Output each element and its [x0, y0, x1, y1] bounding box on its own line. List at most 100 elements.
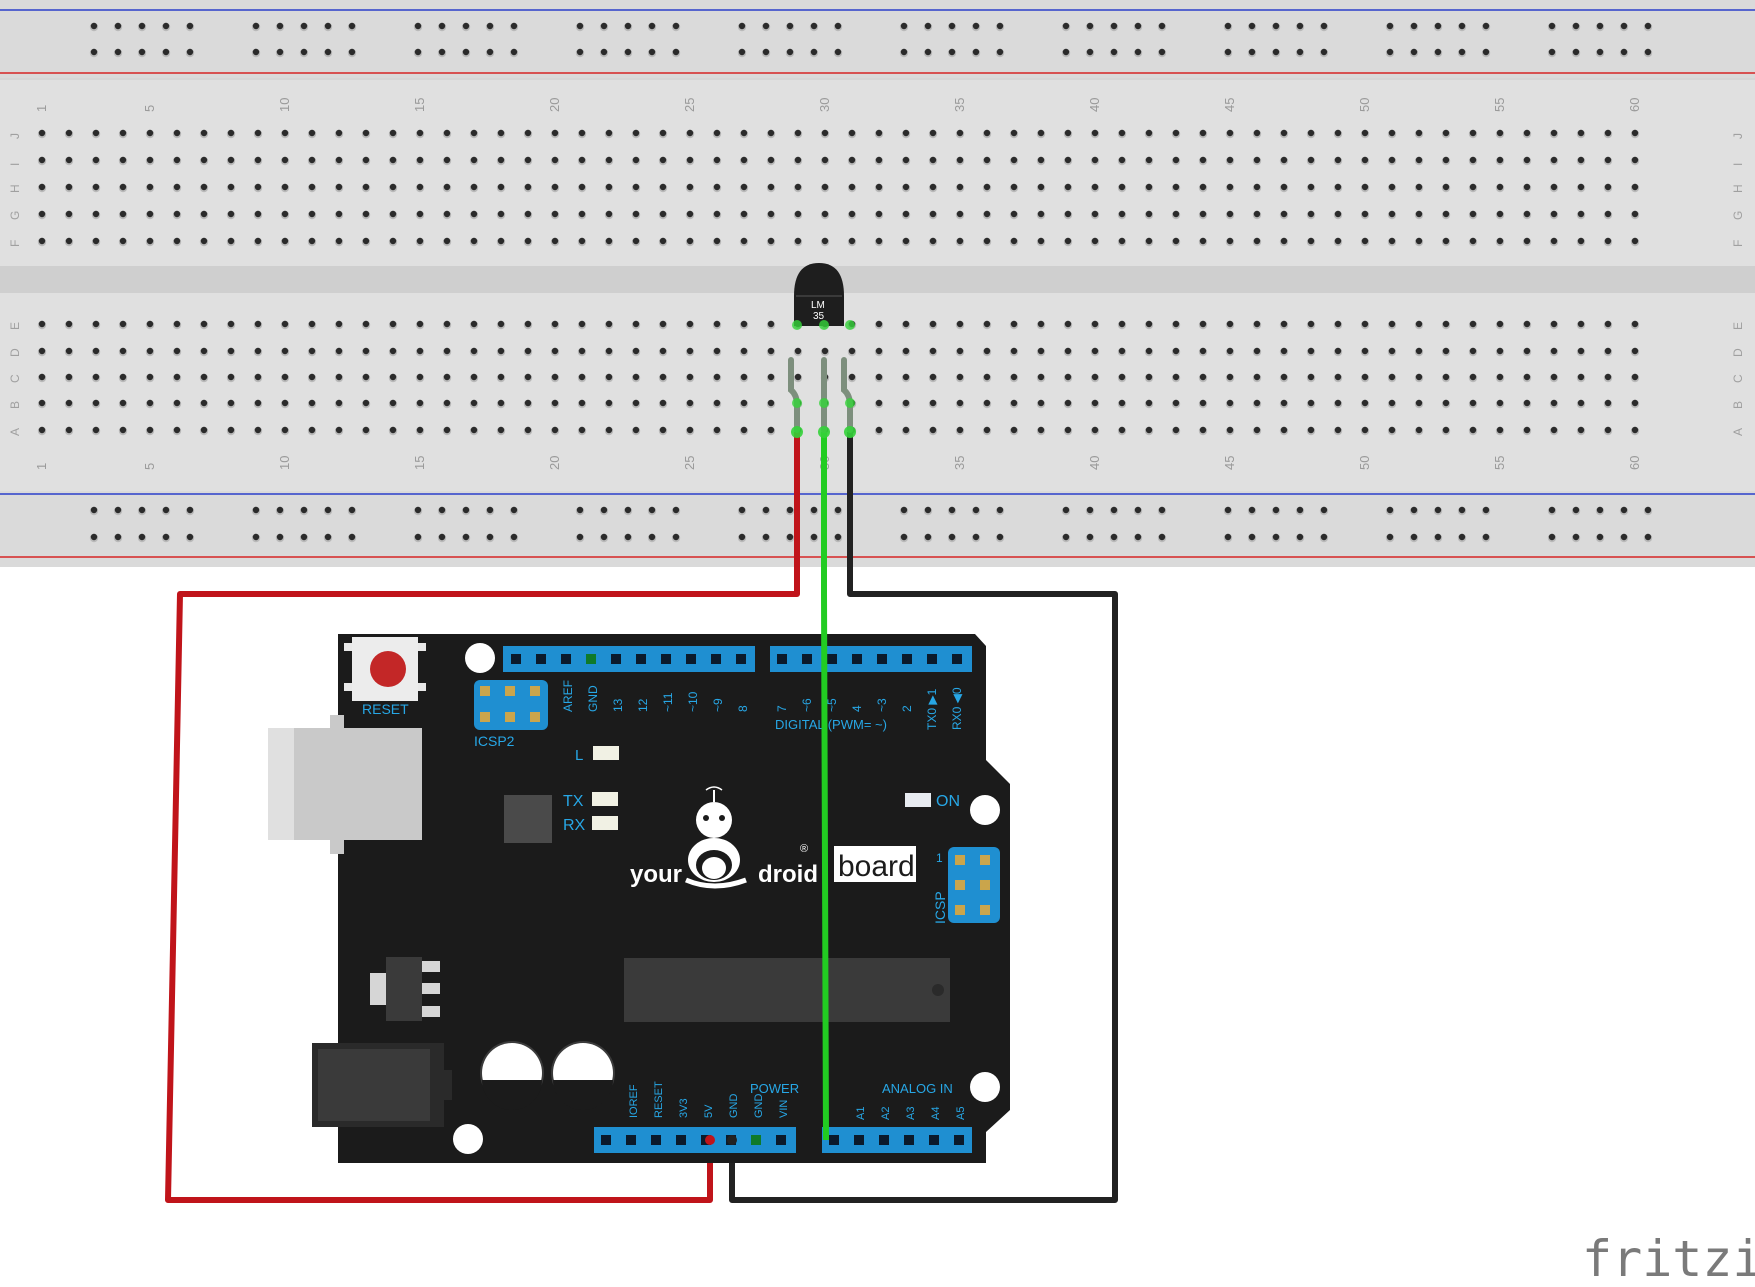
breadboard-hole [1631, 373, 1639, 381]
breadboard-hole [983, 210, 991, 218]
breadboard-hole [983, 347, 991, 355]
rail-hole [162, 506, 170, 514]
breadboard-hole [1604, 399, 1612, 407]
rail-hole [1548, 533, 1556, 541]
breadboard-hole [1010, 183, 1018, 191]
breadboard-hole [929, 237, 937, 245]
breadboard-hole [1523, 156, 1531, 164]
breadboard-hole [1550, 237, 1558, 245]
rail-hole [324, 48, 332, 56]
breadboard-hole [1334, 210, 1342, 218]
rail-hole [972, 506, 980, 514]
breadboard-hole [200, 373, 208, 381]
column-number: 60 [1627, 456, 1642, 470]
rail-hole [90, 48, 98, 56]
breadboard-hole [524, 373, 532, 381]
breadboard-hole [1307, 399, 1315, 407]
breadboard-hole [605, 183, 613, 191]
breadboard-hole [1172, 183, 1180, 191]
breadboard-hole [38, 320, 46, 328]
rail-hole [786, 22, 794, 30]
breadboard-hole [470, 320, 478, 328]
rail-hole [948, 22, 956, 30]
breadboard-hole [686, 399, 694, 407]
breadboard-hole [1118, 426, 1126, 434]
breadboard-hole [659, 320, 667, 328]
breadboard-hole [1496, 320, 1504, 328]
breadboard-hole [848, 237, 856, 245]
row-letter: A [1731, 428, 1745, 436]
breadboard-hole [173, 210, 181, 218]
column-number: 20 [547, 98, 562, 112]
rail-hole [762, 533, 770, 541]
row-letter: J [1731, 133, 1745, 139]
breadboard-hole [605, 237, 613, 245]
rail-hole [1410, 48, 1418, 56]
green-wire [821, 432, 829, 1141]
breadboard-hole [1280, 129, 1288, 137]
breadboard-hole [281, 426, 289, 434]
digital-pin-label: RX0 ◀0 [950, 687, 964, 730]
rail-hole [348, 533, 356, 541]
breadboard-hole [1361, 320, 1369, 328]
header-pin [736, 654, 746, 664]
breadboard-hole [1064, 237, 1072, 245]
breadboard-hole [1091, 210, 1099, 218]
breadboard-hole [902, 347, 910, 355]
breadboard-hole [1226, 156, 1234, 164]
breadboard-hole [524, 210, 532, 218]
breadboard-hole [1523, 320, 1531, 328]
rail-hole [738, 22, 746, 30]
breadboard-hole [1091, 183, 1099, 191]
column-number: 55 [1492, 98, 1507, 112]
breadboard-hole [254, 183, 262, 191]
breadboard-hole [1442, 347, 1450, 355]
breadboard-hole [362, 347, 370, 355]
rail-hole [462, 533, 470, 541]
rail-hole [1386, 506, 1394, 514]
rail-hole [1248, 506, 1256, 514]
rail-hole [114, 22, 122, 30]
rail-hole [348, 506, 356, 514]
breadboard-hole [1496, 129, 1504, 137]
breadboard-hole [794, 210, 802, 218]
breadboard-hole [713, 210, 721, 218]
rail-holes [89, 22, 1653, 543]
breadboard-hole [173, 237, 181, 245]
column-number: 10 [277, 456, 292, 470]
breadboard-hole [686, 347, 694, 355]
breadboard-hole [443, 183, 451, 191]
breadboard-hole [281, 320, 289, 328]
rail-hole [600, 533, 608, 541]
breadboard-hole [1010, 156, 1018, 164]
breadboard-hole [1469, 210, 1477, 218]
rail-hole [1296, 506, 1304, 514]
breadboard-hole [1091, 237, 1099, 245]
breadboard-hole [1253, 320, 1261, 328]
breadboard-hole [1064, 373, 1072, 381]
breadboard-hole [1307, 373, 1315, 381]
breadboard-hole [632, 156, 640, 164]
breadboard-hole [119, 183, 127, 191]
breadboard-hole [1145, 399, 1153, 407]
breadboard-hole [1172, 320, 1180, 328]
rail-hole [324, 22, 332, 30]
breadboard-hole [497, 399, 505, 407]
breadboard-hole [1550, 183, 1558, 191]
breadboard-hole [686, 210, 694, 218]
breadboard-hole [497, 129, 505, 137]
breadboard-hole [1226, 347, 1234, 355]
breadboard-hole [956, 347, 964, 355]
rail-hole [114, 533, 122, 541]
rail-hole [738, 506, 746, 514]
breadboard-hole [1172, 129, 1180, 137]
header-pin [751, 1135, 761, 1145]
breadboard-hole [524, 426, 532, 434]
breadboard-hole [173, 129, 181, 137]
rail-hole [1062, 22, 1070, 30]
rail-hole [900, 22, 908, 30]
breadboard-hole [848, 156, 856, 164]
reset-button[interactable] [344, 637, 426, 701]
analog-pin-label: A3 [905, 1107, 917, 1120]
